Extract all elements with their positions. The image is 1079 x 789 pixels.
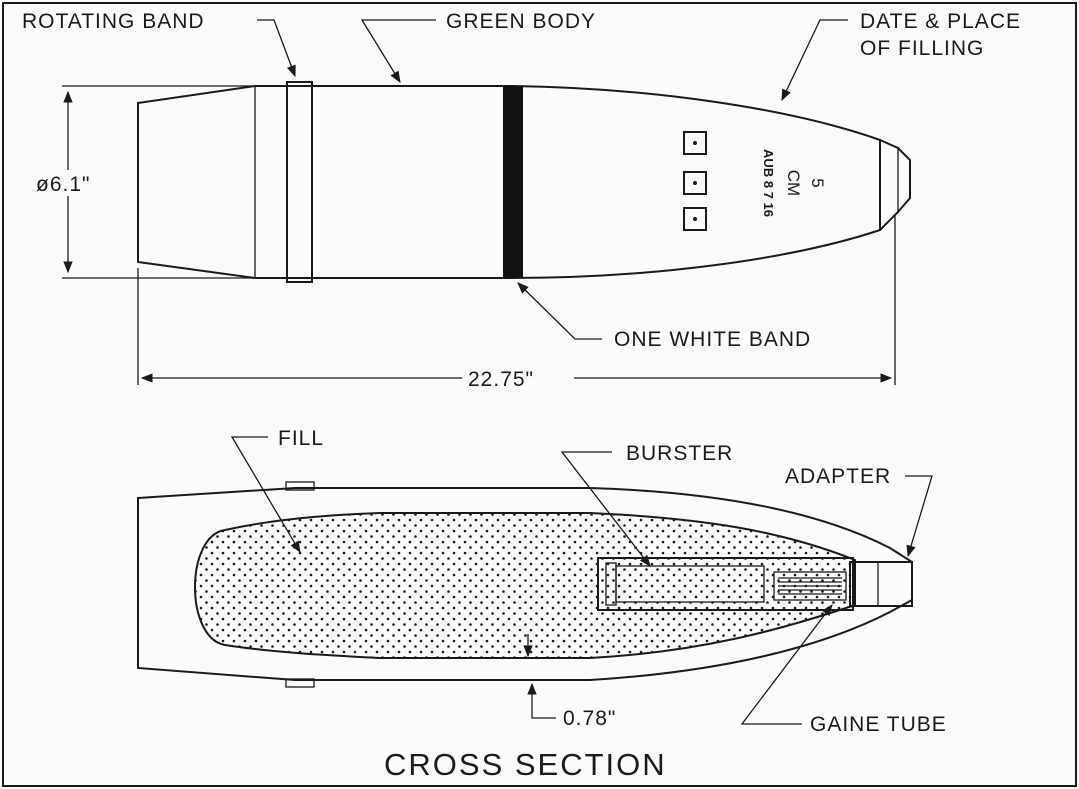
label-green-body: GREEN BODY: [446, 10, 596, 33]
cross-section-view: 0.78" FILL BURSTER ADAPTER GAINE TUBE CR…: [137, 427, 947, 782]
burster-tube: [597, 557, 854, 611]
gaine-tube: [773, 571, 847, 601]
length-label: 22.75": [468, 368, 534, 391]
stencil-squares: [683, 131, 707, 231]
stencil-line-2: CM: [784, 170, 803, 196]
label-fill: FILL: [278, 427, 324, 450]
label-gaine-tube: GAINE TUBE: [810, 713, 947, 736]
label-burster: BURSTER: [626, 442, 733, 465]
label-rotating-band: ROTATING BAND: [22, 10, 205, 33]
label-one-white-band: ONE WHITE BAND: [614, 328, 811, 351]
cross-section-title: CROSS SECTION: [384, 747, 667, 782]
white-band: [503, 86, 523, 278]
exterior-view: 5 CM AUB 8 7 16 ø6.1" 22.75" ROTATING BA…: [22, 10, 1021, 392]
stencil-line-3: AUB 8 7 16: [761, 149, 776, 217]
rotating-band: [286, 81, 313, 283]
adapter: [849, 561, 913, 607]
label-date-place-1: DATE & PLACE: [860, 10, 1021, 33]
diameter-label: ø6.1": [36, 173, 90, 196]
stencil-line-1: 5: [808, 178, 827, 187]
label-adapter: ADAPTER: [785, 465, 891, 488]
label-date-place-2: OF FILLING: [860, 37, 984, 60]
label-wall-thickness: 0.78": [563, 707, 616, 730]
